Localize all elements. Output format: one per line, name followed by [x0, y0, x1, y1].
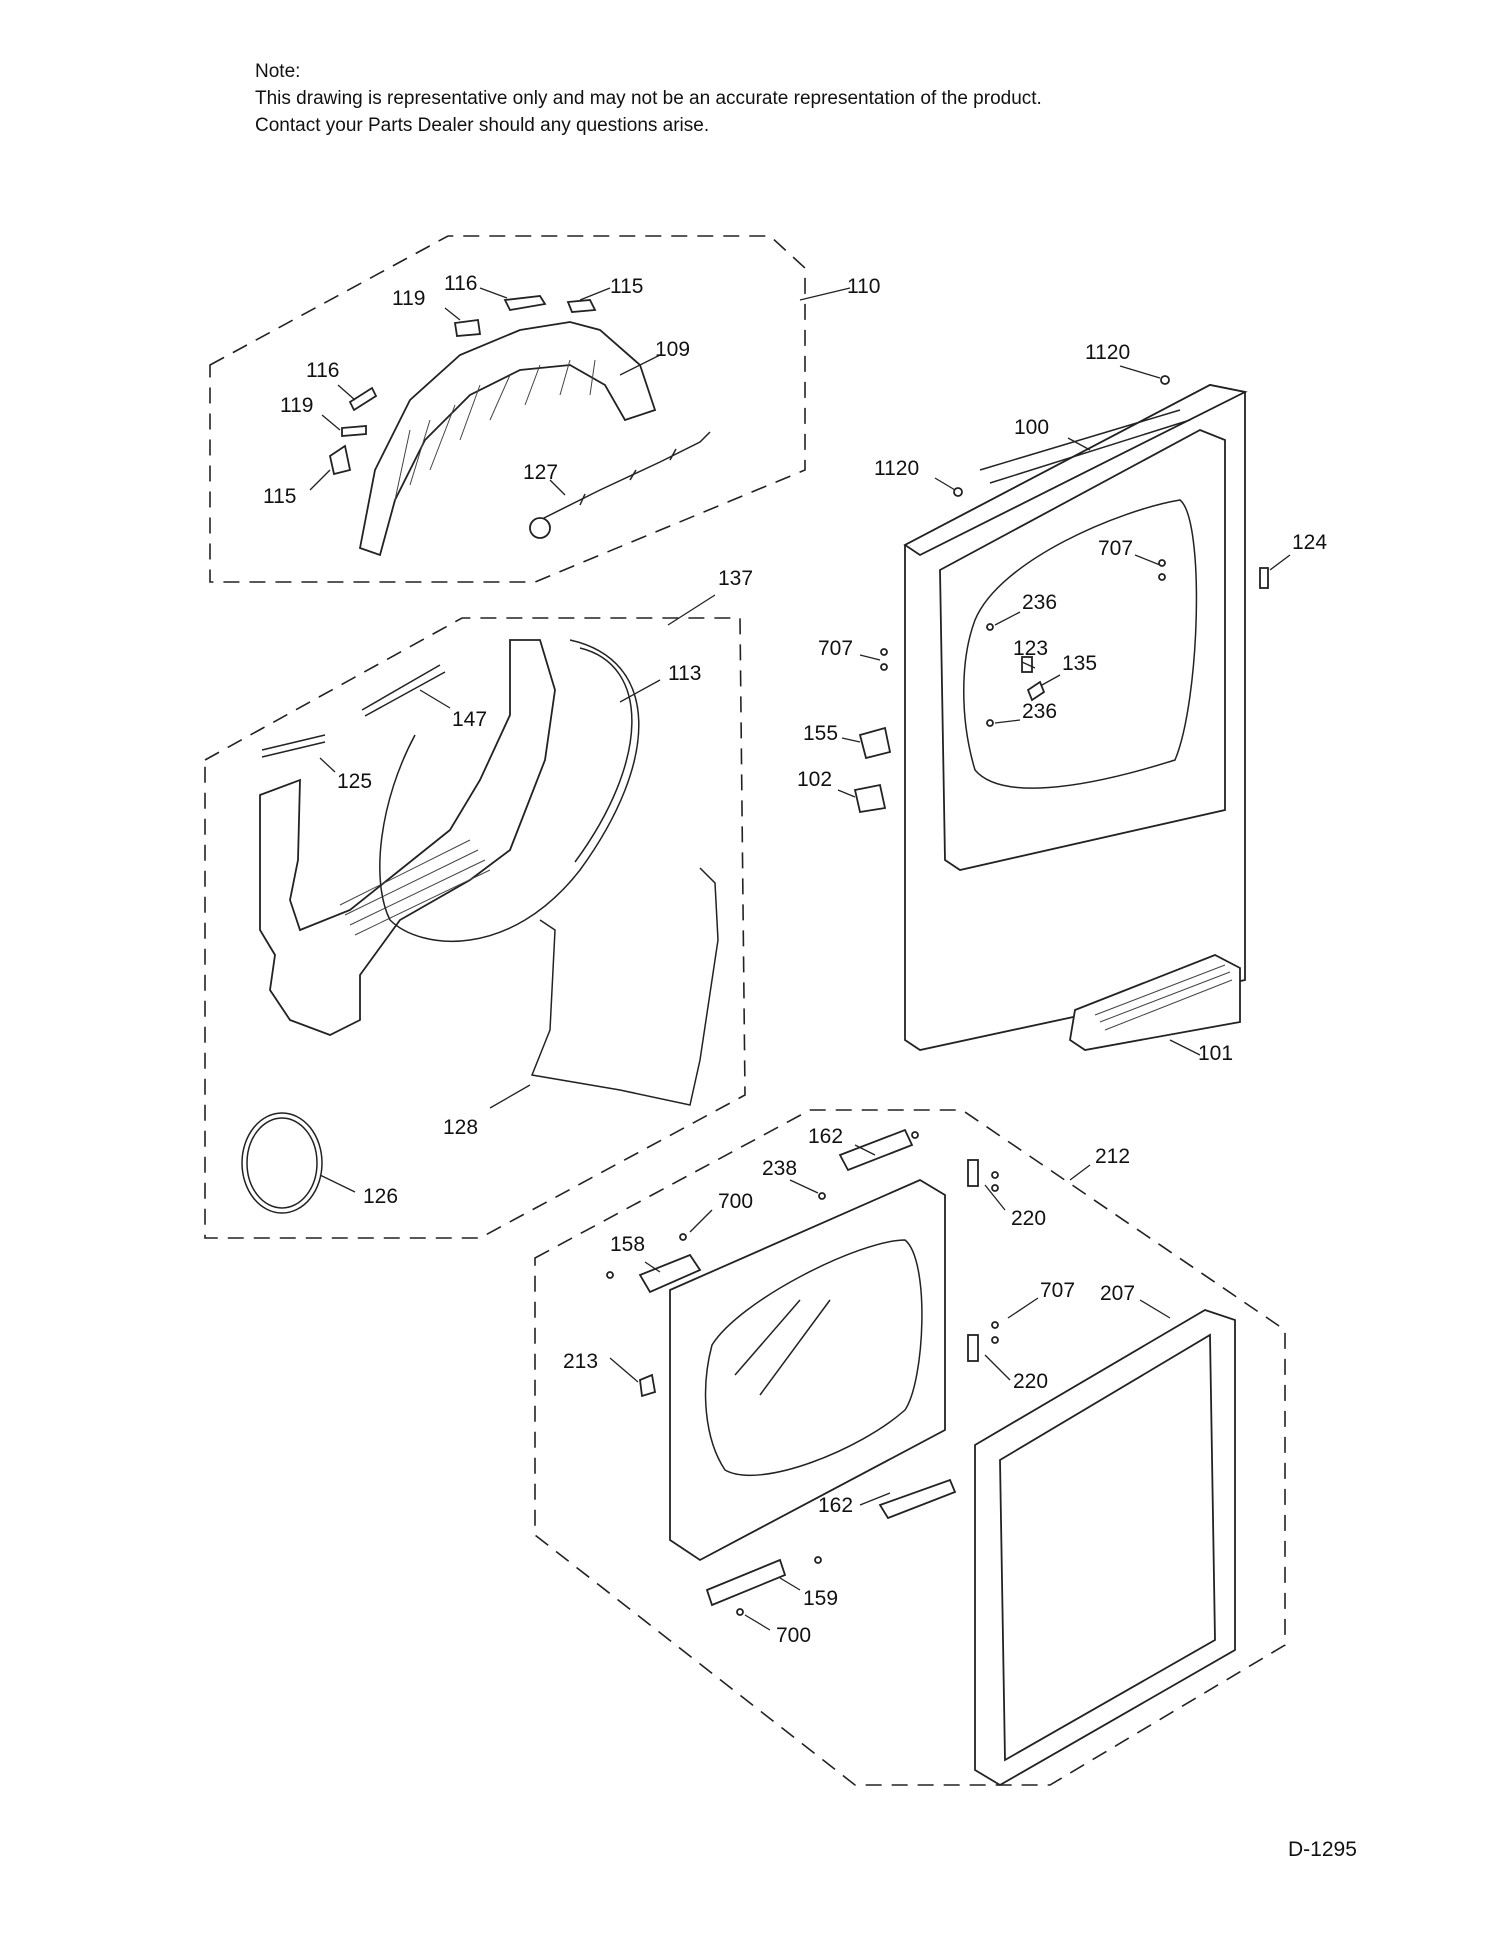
note-line-2: Contact your Parts Dealer should any que…: [255, 115, 710, 136]
part-158-bracket: [638, 1253, 702, 1294]
label-207: 207: [1100, 1282, 1135, 1305]
drawing-code: D-1295: [1288, 1838, 1357, 1861]
part-127-wire-harness: [539, 431, 711, 521]
part-119-pad-top: [453, 318, 482, 337]
part-220-hinge-top: [967, 1159, 979, 1187]
label-115: 115: [610, 275, 643, 298]
label-213: 213: [563, 1350, 598, 1373]
door-frame: [669, 1178, 946, 1562]
part-109-bracket: [358, 321, 657, 557]
part-128-seal: [530, 867, 719, 1106]
label-113: 113: [668, 662, 701, 685]
part-126-ring: [241, 1112, 323, 1214]
label-155: 155: [803, 722, 838, 745]
label-135: 135: [1062, 652, 1097, 675]
label-707: 707: [1040, 1279, 1075, 1302]
label-158: 158: [610, 1233, 645, 1256]
part-labels: 110 116 119 115 109 116 119 115 127 1120…: [263, 272, 1327, 1647]
screw-1120-left: [953, 487, 963, 497]
label-1120: 1120: [874, 457, 919, 480]
label-109: 109: [655, 338, 690, 361]
label-128: 128: [443, 1116, 478, 1139]
part-119-pad-left: [341, 425, 367, 437]
assembly-137: [204, 594, 746, 1239]
label-102: 102: [797, 768, 832, 791]
part-115-clip-top: [566, 299, 597, 313]
part-124-clip: [1259, 567, 1269, 589]
screw-700-bottom: [736, 1608, 744, 1616]
disclaimer-note: Note: This drawing is representative onl…: [255, 58, 1042, 139]
part-162-handle-bottom: [878, 1478, 957, 1520]
duct-body: [259, 639, 556, 1036]
part-155-latch: [858, 726, 892, 760]
label-126: 126: [363, 1185, 398, 1208]
label-100: 100: [1014, 416, 1049, 439]
label-159: 159: [803, 1587, 838, 1610]
label-124: 124: [1292, 531, 1327, 554]
label-137: 137: [718, 567, 753, 590]
label-123: 123: [1013, 637, 1048, 660]
label-1120: 1120: [1085, 341, 1130, 364]
part-213-clip: [639, 1373, 657, 1398]
part-113-gasket: [379, 639, 640, 942]
screw-1120-top: [1160, 375, 1170, 385]
label-116: 116: [444, 272, 477, 295]
label-700: 700: [718, 1190, 753, 1213]
label-101: 101: [1198, 1042, 1233, 1065]
front-panel-100: [837, 365, 1291, 1056]
label-162: 162: [818, 1494, 853, 1517]
label-127: 127: [523, 461, 558, 484]
screw-700-top: [679, 1233, 687, 1241]
part-135-clip: [1026, 680, 1046, 702]
part-125-strip: [261, 734, 326, 758]
note-line-1: This drawing is representative only and …: [255, 88, 1042, 109]
label-162: 162: [808, 1125, 843, 1148]
part-116-clip-top: [503, 295, 547, 311]
part-159-bracket: [705, 1558, 787, 1607]
label-119: 119: [392, 287, 425, 310]
label-707: 707: [1098, 537, 1133, 560]
label-119: 119: [280, 394, 313, 417]
part-115-clip-left: [328, 444, 352, 476]
part-116-clip-left: [348, 386, 378, 412]
note-heading: Note:: [255, 61, 301, 82]
label-238: 238: [762, 1157, 797, 1180]
label-236: 236: [1022, 700, 1057, 723]
label-110: 110: [847, 275, 880, 298]
part-162-handle-top: [838, 1128, 914, 1172]
label-115: 115: [263, 485, 296, 508]
part-102-switch: [853, 783, 887, 814]
label-212: 212: [1095, 1145, 1130, 1168]
label-220: 220: [1011, 1207, 1046, 1230]
label-220: 220: [1013, 1370, 1048, 1393]
part-101-control-trim: [1069, 954, 1241, 1051]
label-700: 700: [776, 1624, 811, 1647]
assembly-212: [534, 1109, 1286, 1787]
label-116: 116: [306, 359, 339, 382]
part-220-hinge-bottom: [967, 1334, 979, 1362]
label-707: 707: [818, 637, 853, 660]
part-147-strip: [361, 664, 446, 717]
label-147: 147: [452, 708, 487, 731]
assembly-110: [209, 235, 851, 583]
label-236: 236: [1022, 591, 1057, 614]
screw-238: [818, 1192, 826, 1200]
part-127-sensor: [529, 517, 551, 539]
label-125: 125: [337, 770, 372, 793]
